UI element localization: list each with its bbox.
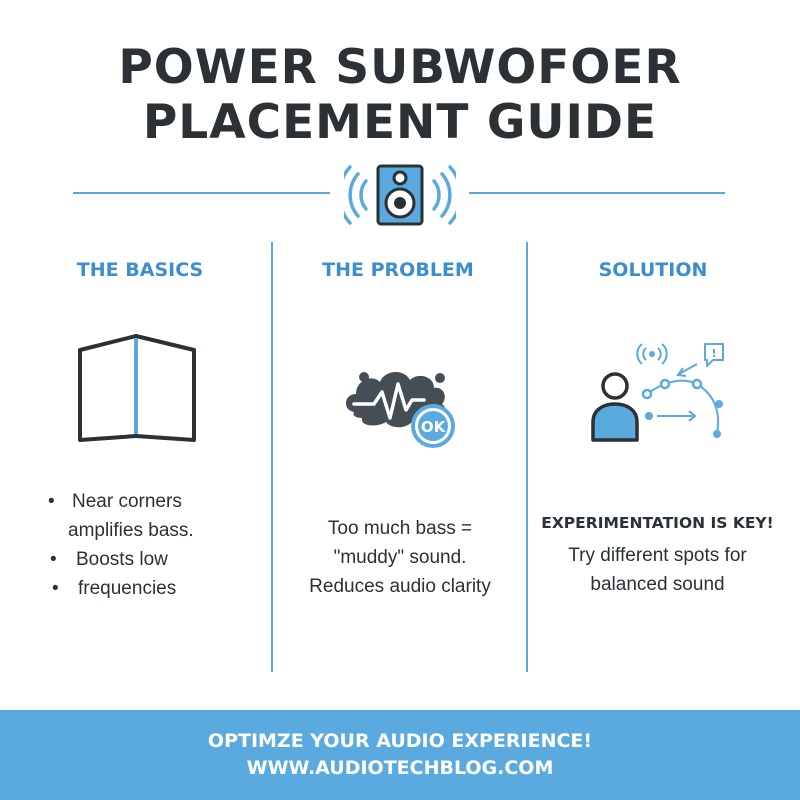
list-item: • Near corners amplifies bass.	[48, 487, 263, 545]
basics-bullet-list: • Near corners amplifies bass. • Boosts …	[48, 487, 263, 603]
column-divider-1	[271, 242, 273, 672]
problem-text: Too much bass = "muddy" sound. Reduces a…	[309, 518, 491, 597]
divider-left	[73, 192, 330, 194]
heading-basics: THE BASICS	[76, 259, 204, 281]
list-item: • Boosts low	[48, 545, 263, 574]
corner-book-icon	[78, 334, 196, 442]
bullet-marker: •	[50, 549, 57, 570]
ok-badge: OK	[421, 418, 447, 436]
person-experiment-icon: !	[591, 343, 724, 442]
column-divider-2	[526, 242, 528, 672]
footer-banner: OPTIMZE YOUR AUDIO EXPERIENCE! WWW.AUDIO…	[0, 710, 800, 800]
heading-problem: THE PROBLEM	[322, 259, 474, 281]
bullet-marker: •	[48, 491, 55, 512]
list-item: • frequencies	[48, 574, 263, 603]
heading-solution: SOLUTION	[598, 259, 708, 281]
footer-url-link[interactable]: WWW.AUDIOTECHBLOG.COM	[246, 757, 554, 779]
title-line-2: PLACEMENT GUIDE	[142, 95, 658, 150]
speaker-icon	[344, 164, 456, 226]
footer-tagline: OPTIMZE YOUR AUDIO EXPERIENCE!	[207, 730, 593, 752]
muddy-soundwave-icon: OK	[345, 371, 455, 448]
bullet-marker: •	[52, 578, 59, 599]
page-title: POWER SUBWOFOER PLACEMENT GUIDE	[0, 40, 800, 150]
svg-text:!: !	[711, 347, 716, 360]
solution-text: Try different spots for balanced sound	[568, 545, 747, 595]
title-line-1: POWER SUBWOFOER	[118, 40, 682, 95]
solution-key-text: EXPERIMENTATION IS KEY!	[541, 514, 774, 532]
divider-right	[469, 192, 725, 194]
